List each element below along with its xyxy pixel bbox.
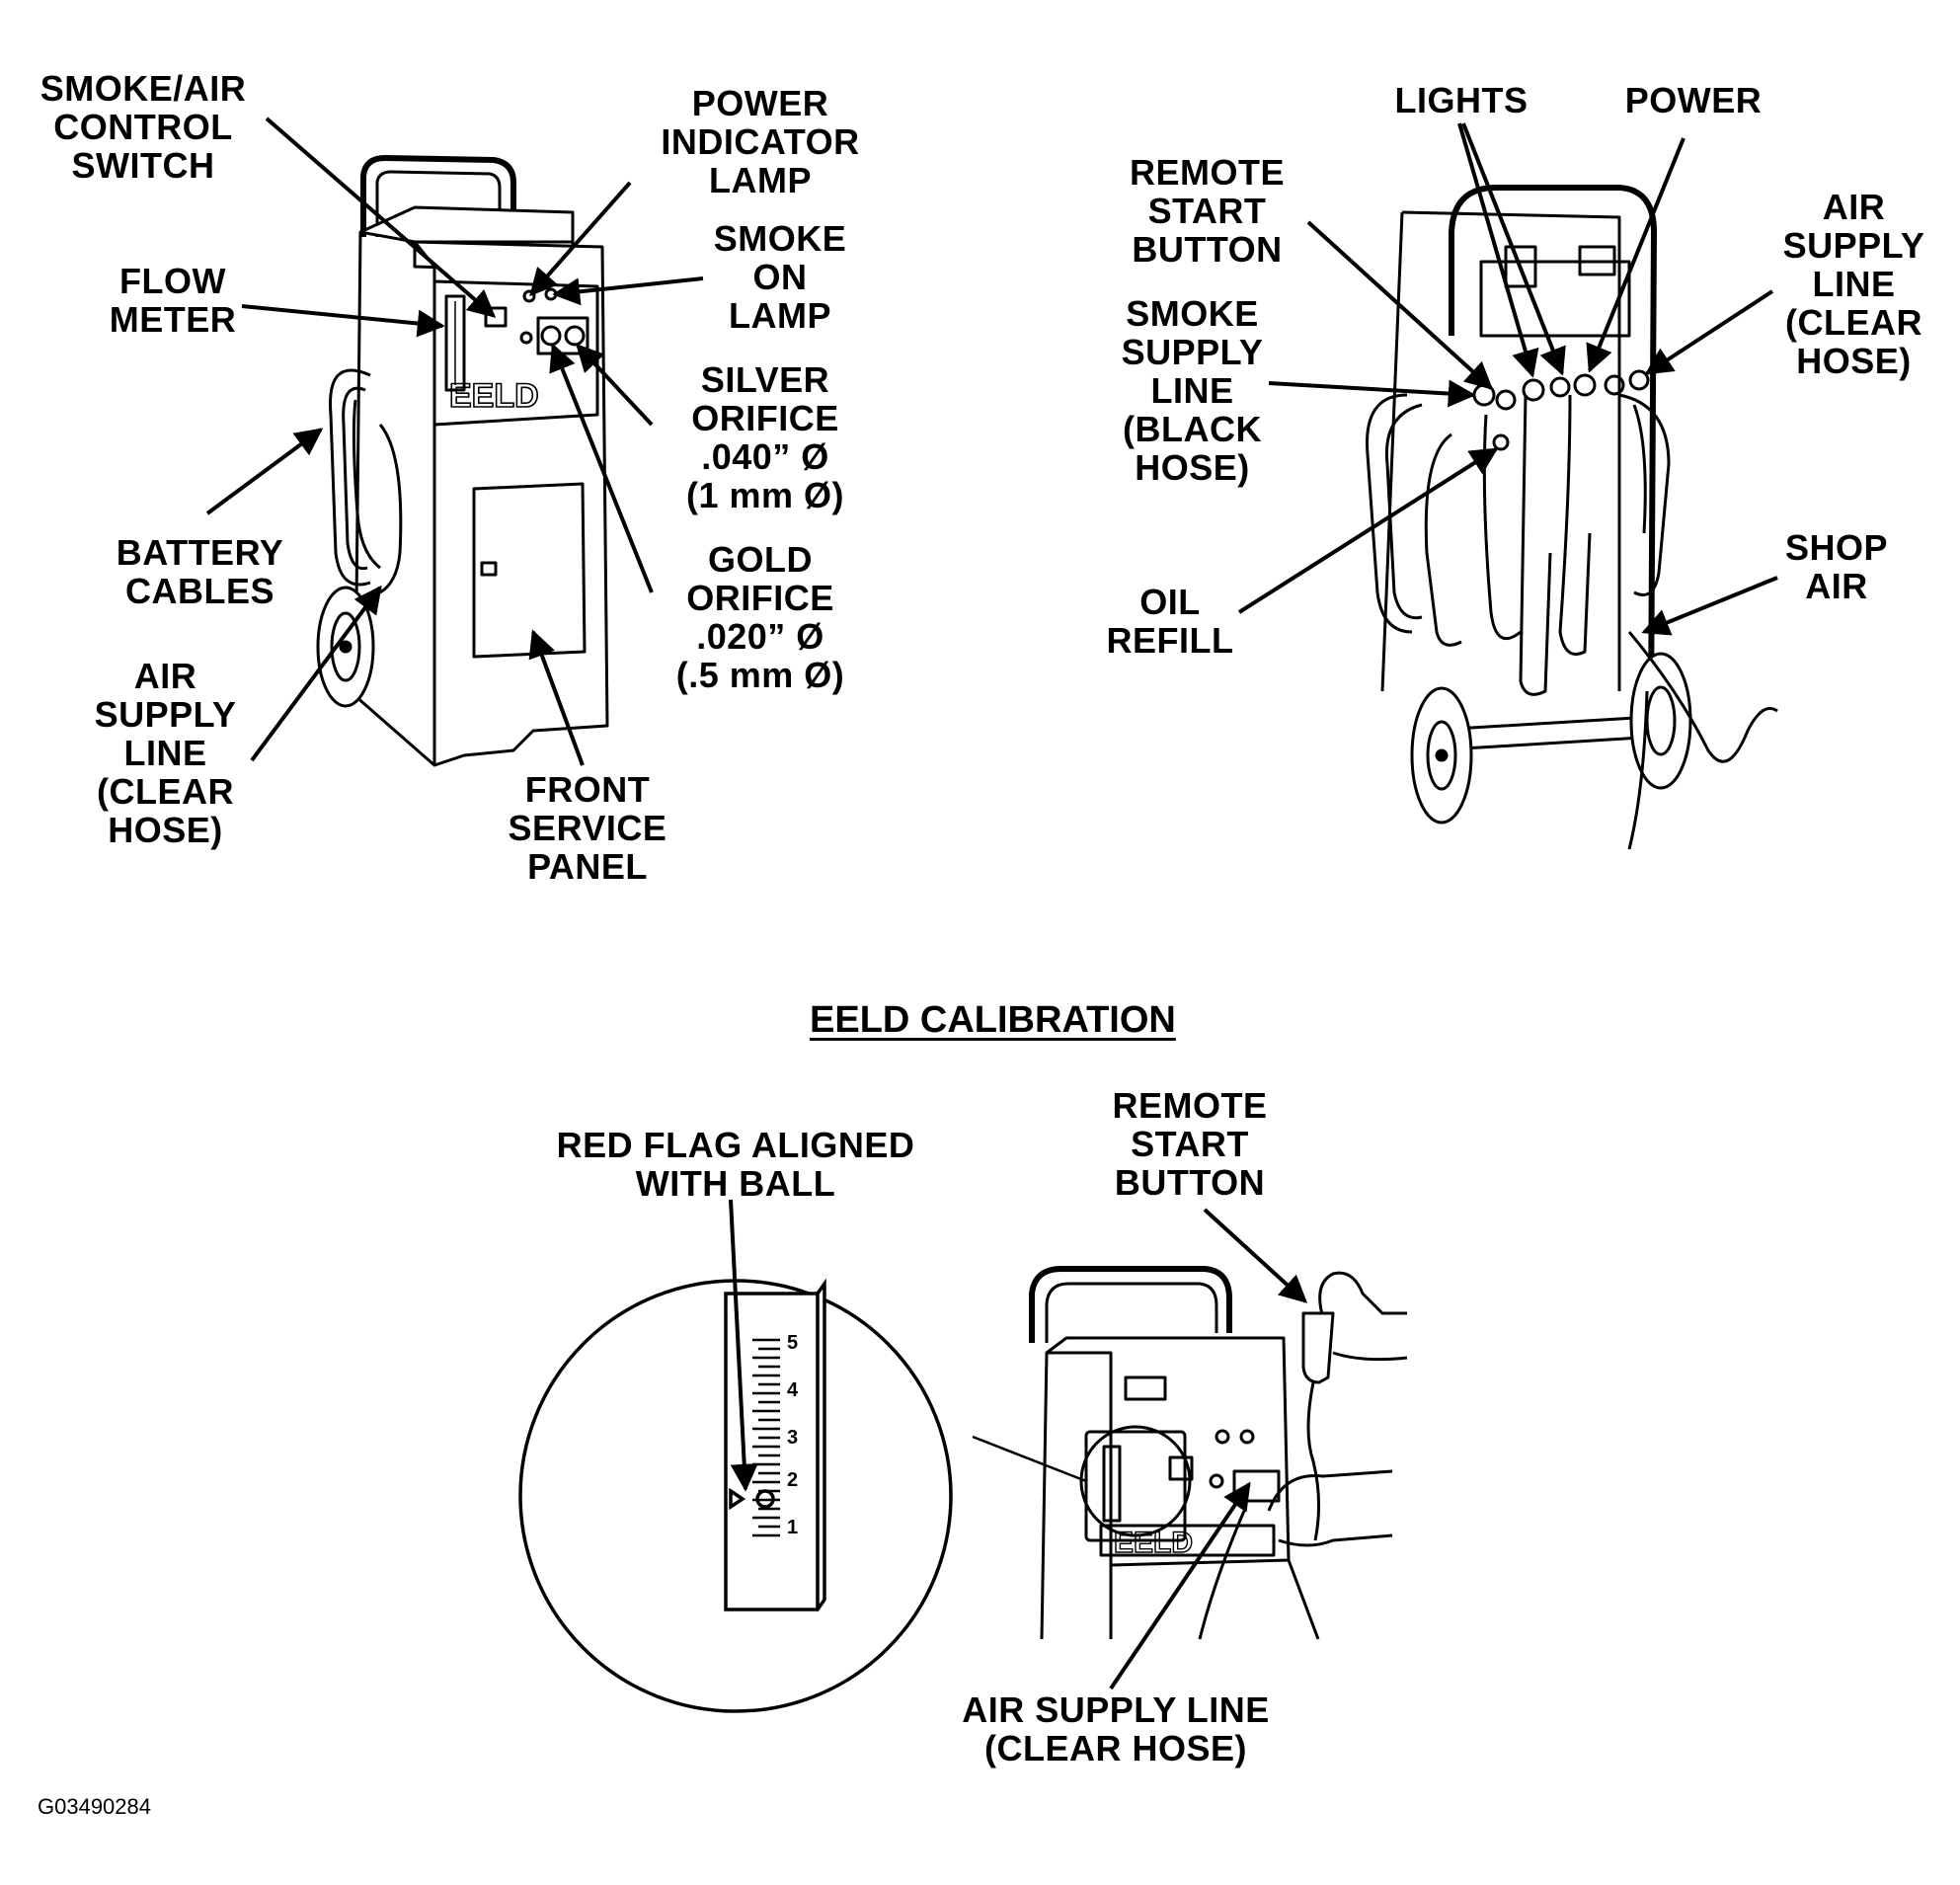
front-view-arrows xyxy=(205,117,704,766)
calibration-scale-labels: 5 4 3 2 1 xyxy=(787,1332,799,1538)
front-view-unit xyxy=(316,155,609,767)
magnifier-leader-line xyxy=(972,1435,1087,1483)
section-title: EELD CALIBRATION xyxy=(810,999,1176,1041)
label-remote-start-button-calibration: REMOTE START BUTTON xyxy=(1112,1085,1268,1203)
label-air-supply-line-front: AIR SUPPLY LINE (CLEAR HOSE) xyxy=(94,656,237,850)
calibration-unit xyxy=(1029,1266,1408,1640)
scale-tick-1: 1 xyxy=(787,1517,798,1538)
label-smoke-on-lamp: SMOKE ON LAMP xyxy=(713,218,847,336)
label-lights: LIGHTS xyxy=(1394,80,1529,120)
label-smoke-air-control-switch: SMOKE/AIR CONTROL SWITCH xyxy=(39,68,247,186)
label-air-supply-line-rear: AIR SUPPLY LINE (CLEAR HOSE) xyxy=(1782,187,1925,381)
scale-tick-4: 4 xyxy=(787,1379,799,1401)
calibration-magnifier xyxy=(518,1278,953,1713)
label-power-indicator-lamp: POWER INDICATOR LAMP xyxy=(661,83,860,200)
scale-tick-2: 2 xyxy=(787,1469,798,1491)
calibration-arrows xyxy=(729,1199,1308,1690)
label-smoke-supply-line: SMOKE SUPPLY LINE (BLACK HOSE) xyxy=(1121,293,1264,488)
figure-code: G03490284 xyxy=(38,1794,151,1819)
scale-tick-3: 3 xyxy=(787,1427,798,1449)
label-shop-air: SHOP AIR xyxy=(1784,527,1889,606)
label-air-supply-line-calibration: AIR SUPPLY LINE (CLEAR HOSE) xyxy=(962,1689,1270,1768)
label-front-service-panel: FRONT SERVICE PANEL xyxy=(508,769,667,887)
label-red-flag-aligned: RED FLAG ALIGNED WITH BALL xyxy=(556,1125,915,1204)
label-power: POWER xyxy=(1624,80,1763,120)
calibration-eeld-logo: EELD xyxy=(1114,1527,1193,1559)
label-flow-meter: FLOW METER xyxy=(109,261,237,340)
scale-tick-5: 5 xyxy=(787,1332,798,1354)
rear-view-arrows xyxy=(1237,122,1778,636)
label-oil-refill: OIL REFILL xyxy=(1106,582,1234,661)
label-silver-orifice: SILVER ORIFICE .040” Ø (1 mm Ø) xyxy=(685,359,845,515)
label-gold-orifice: GOLD ORIFICE .020” Ø (.5 mm Ø) xyxy=(675,539,845,695)
front-eeld-logo: EELD xyxy=(449,377,539,415)
label-battery-cables: BATTERY CABLES xyxy=(116,532,284,611)
rear-view-unit xyxy=(1366,185,1778,850)
label-remote-start-button-rear: REMOTE START BUTTON xyxy=(1129,152,1285,270)
